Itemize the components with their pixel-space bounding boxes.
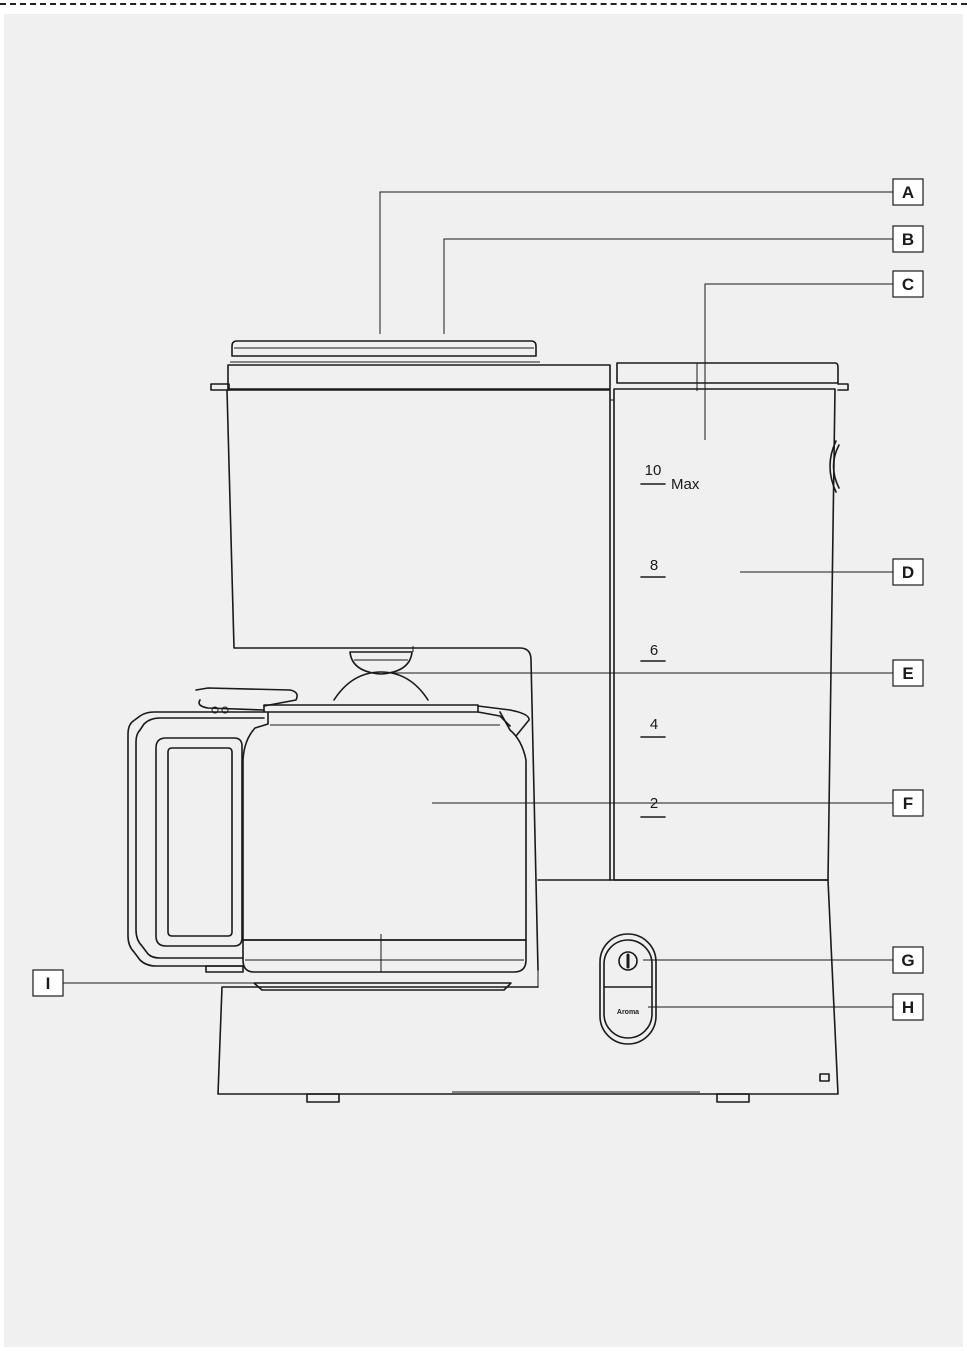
top-dashed-rule [0,3,967,5]
label-a: A [892,178,924,206]
label-g: G [892,946,924,974]
label-h: H [892,993,924,1021]
svg-text:F: F [903,794,913,813]
svg-text:H: H [902,998,914,1017]
power-button[interactable] [618,951,638,971]
leader-a [379,191,893,334]
svg-text:C: C [902,275,914,294]
scale-6: 6 [650,642,658,659]
leader-lines [63,191,893,1008]
scale-max-label: Max [671,476,700,493]
svg-text:D: D [902,563,914,582]
warming-plate [253,982,512,991]
svg-text:E: E [902,664,913,683]
control-panel [599,933,657,1045]
carafe [205,704,530,973]
label-i: I [32,969,64,997]
label-e: E [892,659,924,687]
label-c: C [892,270,924,298]
leader-c [704,283,893,440]
svg-text:G: G [901,951,914,970]
leader-b [443,238,893,334]
scale-8: 8 [650,557,658,574]
water-scale: 10 Max 8 6 4 2 [640,462,700,818]
base [217,879,839,1103]
filter-housing [226,389,614,971]
scale-2: 2 [650,795,658,812]
aroma-button[interactable]: Aroma [617,1009,639,1016]
label-d: D [892,558,924,586]
label-f: F [892,789,924,817]
drip-stop-valve [333,651,429,701]
filter-lid [210,340,611,391]
carafe-handle [127,687,298,967]
figure-panel [4,14,963,1347]
svg-text:B: B [902,230,914,249]
scale-10: 10 [645,462,662,479]
label-b: B [892,225,924,253]
scale-4: 4 [650,716,658,733]
svg-text:Aroma: Aroma [617,1009,639,1016]
svg-text:I: I [46,974,51,993]
svg-text:A: A [902,183,914,202]
